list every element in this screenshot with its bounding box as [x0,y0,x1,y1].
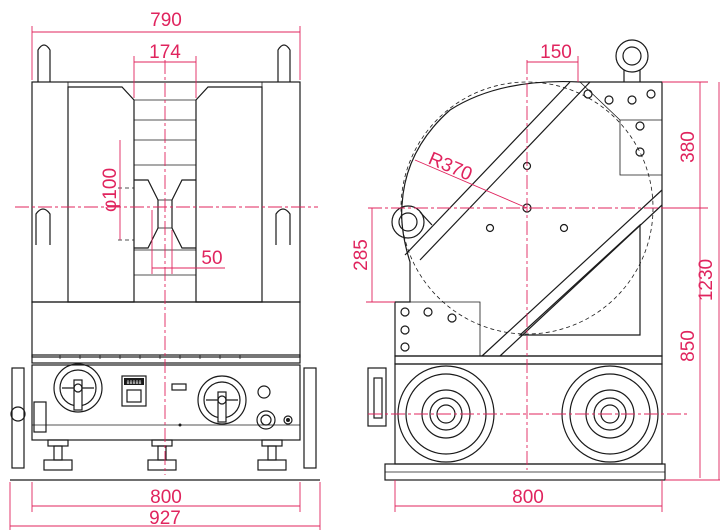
emergency-button [283,415,293,425]
indicator-lamp [257,385,271,399]
handwheel-left [53,363,103,413]
front-lower-frame [31,301,301,358]
front-plate-left [67,86,135,303]
dim-label-50: 50 [201,248,222,269]
side-view: 150 R370 380 1230 285 850 [351,39,720,512]
dim-rail-width: 800 [394,480,663,512]
handwheel-right [197,375,247,425]
control-cabinet [31,364,301,441]
dim-label-380: 380 [678,131,699,163]
eye-bolt [615,39,649,82]
dim-label-174: 174 [149,42,181,63]
front-plate-right [195,86,263,303]
side-hook-left [35,208,51,245]
dim-height-upper: 380 [662,81,708,209]
side-body-outline [394,80,663,357]
foot-jack-right [257,439,287,471]
side-handle [367,367,387,427]
lifting-handle-right [277,44,291,82]
dim-label-927: 927 [149,508,181,529]
lifting-handle-left [37,44,51,82]
dim-bore: φ100 [100,140,121,240]
dim-label-800-front: 800 [150,487,182,508]
foot-jack-left [43,439,73,471]
side-hook-right [275,208,291,245]
dim-hook-height: 285 [351,208,395,303]
dim-label-radius: R370 [425,148,475,185]
front-body [31,81,301,303]
dim-label-1230: 1230 [696,259,717,301]
dim-label-790: 790 [150,10,182,31]
bolts-bottom-left [400,307,457,352]
dim-label-850: 850 [678,330,699,362]
dim-height-lower: 850 [678,208,701,478]
scale-ruler-front [31,354,301,364]
dim-label-bore: φ100 [100,168,121,212]
dim-label-285: 285 [351,239,372,271]
spool-bore [134,179,159,249]
dim-offset: 50 [151,210,225,274]
dim-label-150: 150 [540,42,572,63]
counter-display: 88888 [121,375,147,407]
switch-rocker [171,383,187,391]
side-hook [391,205,433,239]
dim-height-total: 1230 [665,82,720,481]
dim-label-800-side: 800 [512,487,544,508]
bolts-top-right [583,89,656,157]
rotary-knob [256,410,276,430]
side-post-left [11,367,25,469]
dim-radius: R370 [414,148,528,209]
front-view: 88888 [9,10,321,530]
side-post-right [303,367,317,469]
dim-width-top: 790 [31,10,301,80]
foot-jack-center [147,439,177,471]
scale-ruler-side [394,355,663,365]
dim-width-base: 800 [31,482,301,512]
counter-value: 88888 [126,380,141,386]
dim-inner-width: 174 [133,42,197,98]
dim-width-overall: 927 [9,482,321,530]
dim-offset-top: 150 [527,42,579,82]
